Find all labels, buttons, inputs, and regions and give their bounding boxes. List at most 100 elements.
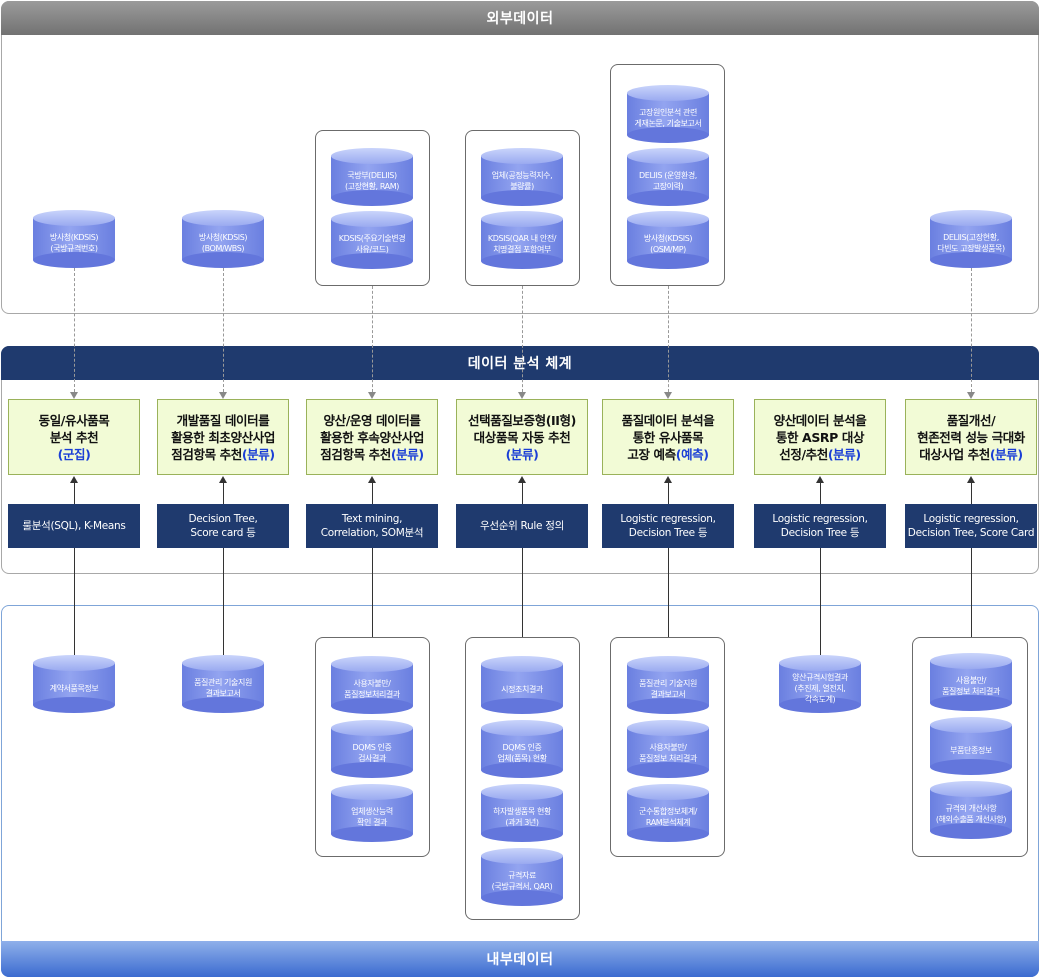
dashed-connector <box>372 286 373 392</box>
recommendation-line: 양산데이터 분석을 <box>774 412 867 429</box>
external-data-cylinder: 방사청(KDSIS) (국방규격번호) <box>33 210 115 268</box>
internal-data-cylinder: 품질관리 기술지원 결과보고서 <box>182 655 264 713</box>
internal-data-cylinder: 업체생산능력 확인 결과 <box>331 784 413 842</box>
cylinder-bot <box>481 762 563 778</box>
arrow-up-icon <box>967 476 975 483</box>
recommendation-line: 점검항목 추천(분류) <box>171 446 275 463</box>
recommendation-line: (분류) <box>468 446 576 463</box>
method-box: Logistic regression, Decision Tree 등 <box>754 504 886 548</box>
cylinder-label: 군수통합정보체계/ RAM분석체계 <box>639 807 697 827</box>
internal-data-cylinder: 시정조치결과 <box>481 656 563 714</box>
cylinder-top <box>481 784 563 800</box>
analysis-header: 데이터 분석 체계 <box>1 346 1039 380</box>
cylinder-bot <box>331 826 413 842</box>
arrow-down-icon <box>368 392 376 399</box>
cylinder-bot <box>331 698 413 714</box>
internal-data-cylinder: 사용자불만/ 품질정보 처리결과 <box>627 720 709 778</box>
cylinder-bot <box>182 697 264 713</box>
external-data-cylinder: 고장원인분석 관련 게재논문, 기술보고서 <box>627 85 709 143</box>
arrow-up-icon <box>70 476 78 483</box>
recommendation-line-text: 점검항목 추천 <box>320 446 391 462</box>
solid-connector <box>522 548 523 637</box>
recommendation-line-text: 활용한 최초양산사업 <box>171 429 275 445</box>
cylinder-bot <box>481 253 563 269</box>
cylinder-top <box>779 655 861 671</box>
cylinder-label: 고장원인분석 관련 게재논문, 기술보고서 <box>634 108 702 128</box>
recommendation-line: 현존전력 성능 극대화 <box>917 429 1025 446</box>
arrow-up-icon <box>518 476 526 483</box>
cylinder-label: 규격자료 (국방규격서, QAR) <box>491 871 553 891</box>
cylinder-label: 품질관리 기술지원 결과보고서 <box>194 678 252 698</box>
recommendation-line-text: 대상사업 추천 <box>919 446 990 462</box>
internal-data-cylinder: DQMS 인증 업체(품목) 현황 <box>481 720 563 778</box>
cylinder-bot <box>331 190 413 206</box>
cylinder-label: KDSIS(주요기술변경 사유/코드) <box>338 234 406 254</box>
cylinder-label: 하자발생품목 현황 (과거 3년) <box>493 807 551 827</box>
solid-connector <box>223 482 224 504</box>
arrow-up-icon <box>816 476 824 483</box>
solid-connector <box>74 482 75 504</box>
cylinder-label: DELIIS (운영환경, 고장이력) <box>639 171 697 191</box>
cylinder-label: 시정조치결과 <box>501 684 543 694</box>
cylinder-bot <box>930 823 1012 839</box>
cylinder-top <box>331 720 413 736</box>
solid-connector <box>372 548 373 637</box>
cylinder-top <box>627 720 709 736</box>
recommendation-line-text: 품질개선/ <box>946 412 996 428</box>
external-data-cylinder: 방사청(KDSIS) (BOM/WBS) <box>182 210 264 268</box>
recommendation-line-text: 통한 유사품목 <box>632 429 704 445</box>
internal-data-footer: 내부데이터 <box>1 941 1039 977</box>
recommendation-box: 선택품질보증형(II형)대상품목 자동 추천(분류) <box>456 399 588 475</box>
cylinder-top <box>930 781 1012 797</box>
cylinder-top <box>627 656 709 672</box>
cylinder-label: KDSIS(QAR 내 안전/ 치명결점 포함여부 <box>487 234 557 254</box>
cylinder-bot <box>481 190 563 206</box>
cylinder-label: 방사청(KDSIS) (국방규격번호) <box>49 233 99 253</box>
method-box: Decision Tree, Score card 등 <box>157 504 289 548</box>
cylinder-bot <box>331 253 413 269</box>
recommendation-line: 점검항목 추천(분류) <box>320 446 424 463</box>
cylinder-bot <box>930 759 1012 775</box>
analysis-type-label: (예측) <box>675 446 709 462</box>
recommendation-line: 활용한 후속양산사업 <box>320 429 424 446</box>
solid-connector <box>372 482 373 504</box>
analysis-type-label: (군집) <box>57 446 91 462</box>
cylinder-label: 사용불만/ 품질정보 처리결과 <box>942 676 1000 696</box>
cylinder-bot <box>627 762 709 778</box>
solid-connector <box>668 548 669 637</box>
method-box: Text mining, Correlation, SOM분석 <box>306 504 438 548</box>
method-box: Logistic regression, Decision Tree, Scor… <box>905 504 1037 548</box>
cylinder-bot <box>627 698 709 714</box>
recommendation-line-text: 활용한 후속양산사업 <box>320 429 424 445</box>
recommendation-line-text: 동일/유사품목 <box>38 412 110 428</box>
arrow-down-icon <box>664 392 672 399</box>
cylinder-label: 양산규격시험결과 (추진제, 열전지, 각속도계) <box>792 672 848 704</box>
arrow-down-icon <box>70 392 78 399</box>
cylinder-bot <box>627 826 709 842</box>
recommendation-line: 대상품목 자동 추천 <box>468 429 576 446</box>
recommendation-line: 분석 추천 <box>39 429 110 446</box>
cylinder-top <box>481 148 563 164</box>
cylinder-label: 사용자불만/ 품질정보 처리결과 <box>639 743 697 763</box>
cylinder-top <box>481 848 563 864</box>
cylinder-label: 사용자불만/ 품질정보처리결과 <box>344 679 400 699</box>
internal-data-cylinder: 하자발생품목 현황 (과거 3년) <box>481 784 563 842</box>
cylinder-bot <box>331 762 413 778</box>
recommendation-line-text: 분석 추천 <box>49 429 99 445</box>
external-data-cylinder: 업체(공정능력지수, 불량률) <box>481 148 563 206</box>
cylinder-label: 방사청(KDSIS) (BOM/WBS) <box>198 233 248 253</box>
recommendation-line-text: 현존전력 성능 극대화 <box>917 429 1025 445</box>
cylinder-top <box>930 653 1012 669</box>
solid-connector <box>522 482 523 504</box>
analysis-type-label: (분류) <box>505 446 539 462</box>
cylinder-label: 방사청(KDSIS) (OSM/MP) <box>643 234 693 254</box>
cylinder-bot <box>779 697 861 713</box>
recommendation-line: 대상사업 추천(분류) <box>917 446 1025 463</box>
recommendation-line: 선정/추천(분류) <box>774 446 867 463</box>
recommendation-line: 통한 유사품목 <box>622 429 715 446</box>
dashed-connector <box>668 286 669 392</box>
